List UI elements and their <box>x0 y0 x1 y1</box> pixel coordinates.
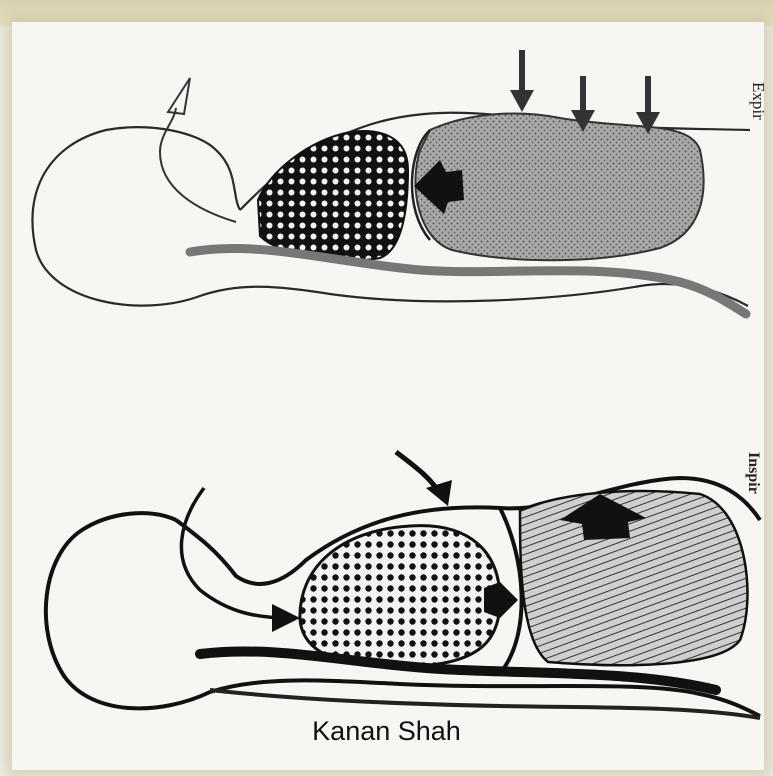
oral-airflow-path <box>181 488 290 618</box>
gray-band <box>190 248 746 314</box>
black-band-lower <box>210 690 760 718</box>
nasal-airflow-path <box>160 108 236 222</box>
pressure-arrow-right-icon <box>484 582 518 618</box>
nasal-airflow-arrow-icon <box>168 78 190 114</box>
inspiration-panel <box>46 452 760 718</box>
inspiration-label: Inspir <box>744 452 762 494</box>
dotted-mass <box>258 131 408 261</box>
expiration-panel <box>32 50 750 314</box>
oral-airflow-arrow-icon <box>272 604 300 632</box>
dotted-mass-lower <box>300 526 500 667</box>
expiration-label: Expir <box>748 82 768 120</box>
author-caption: Kanan Shah <box>0 716 773 747</box>
down-arrow-icon <box>510 50 534 112</box>
